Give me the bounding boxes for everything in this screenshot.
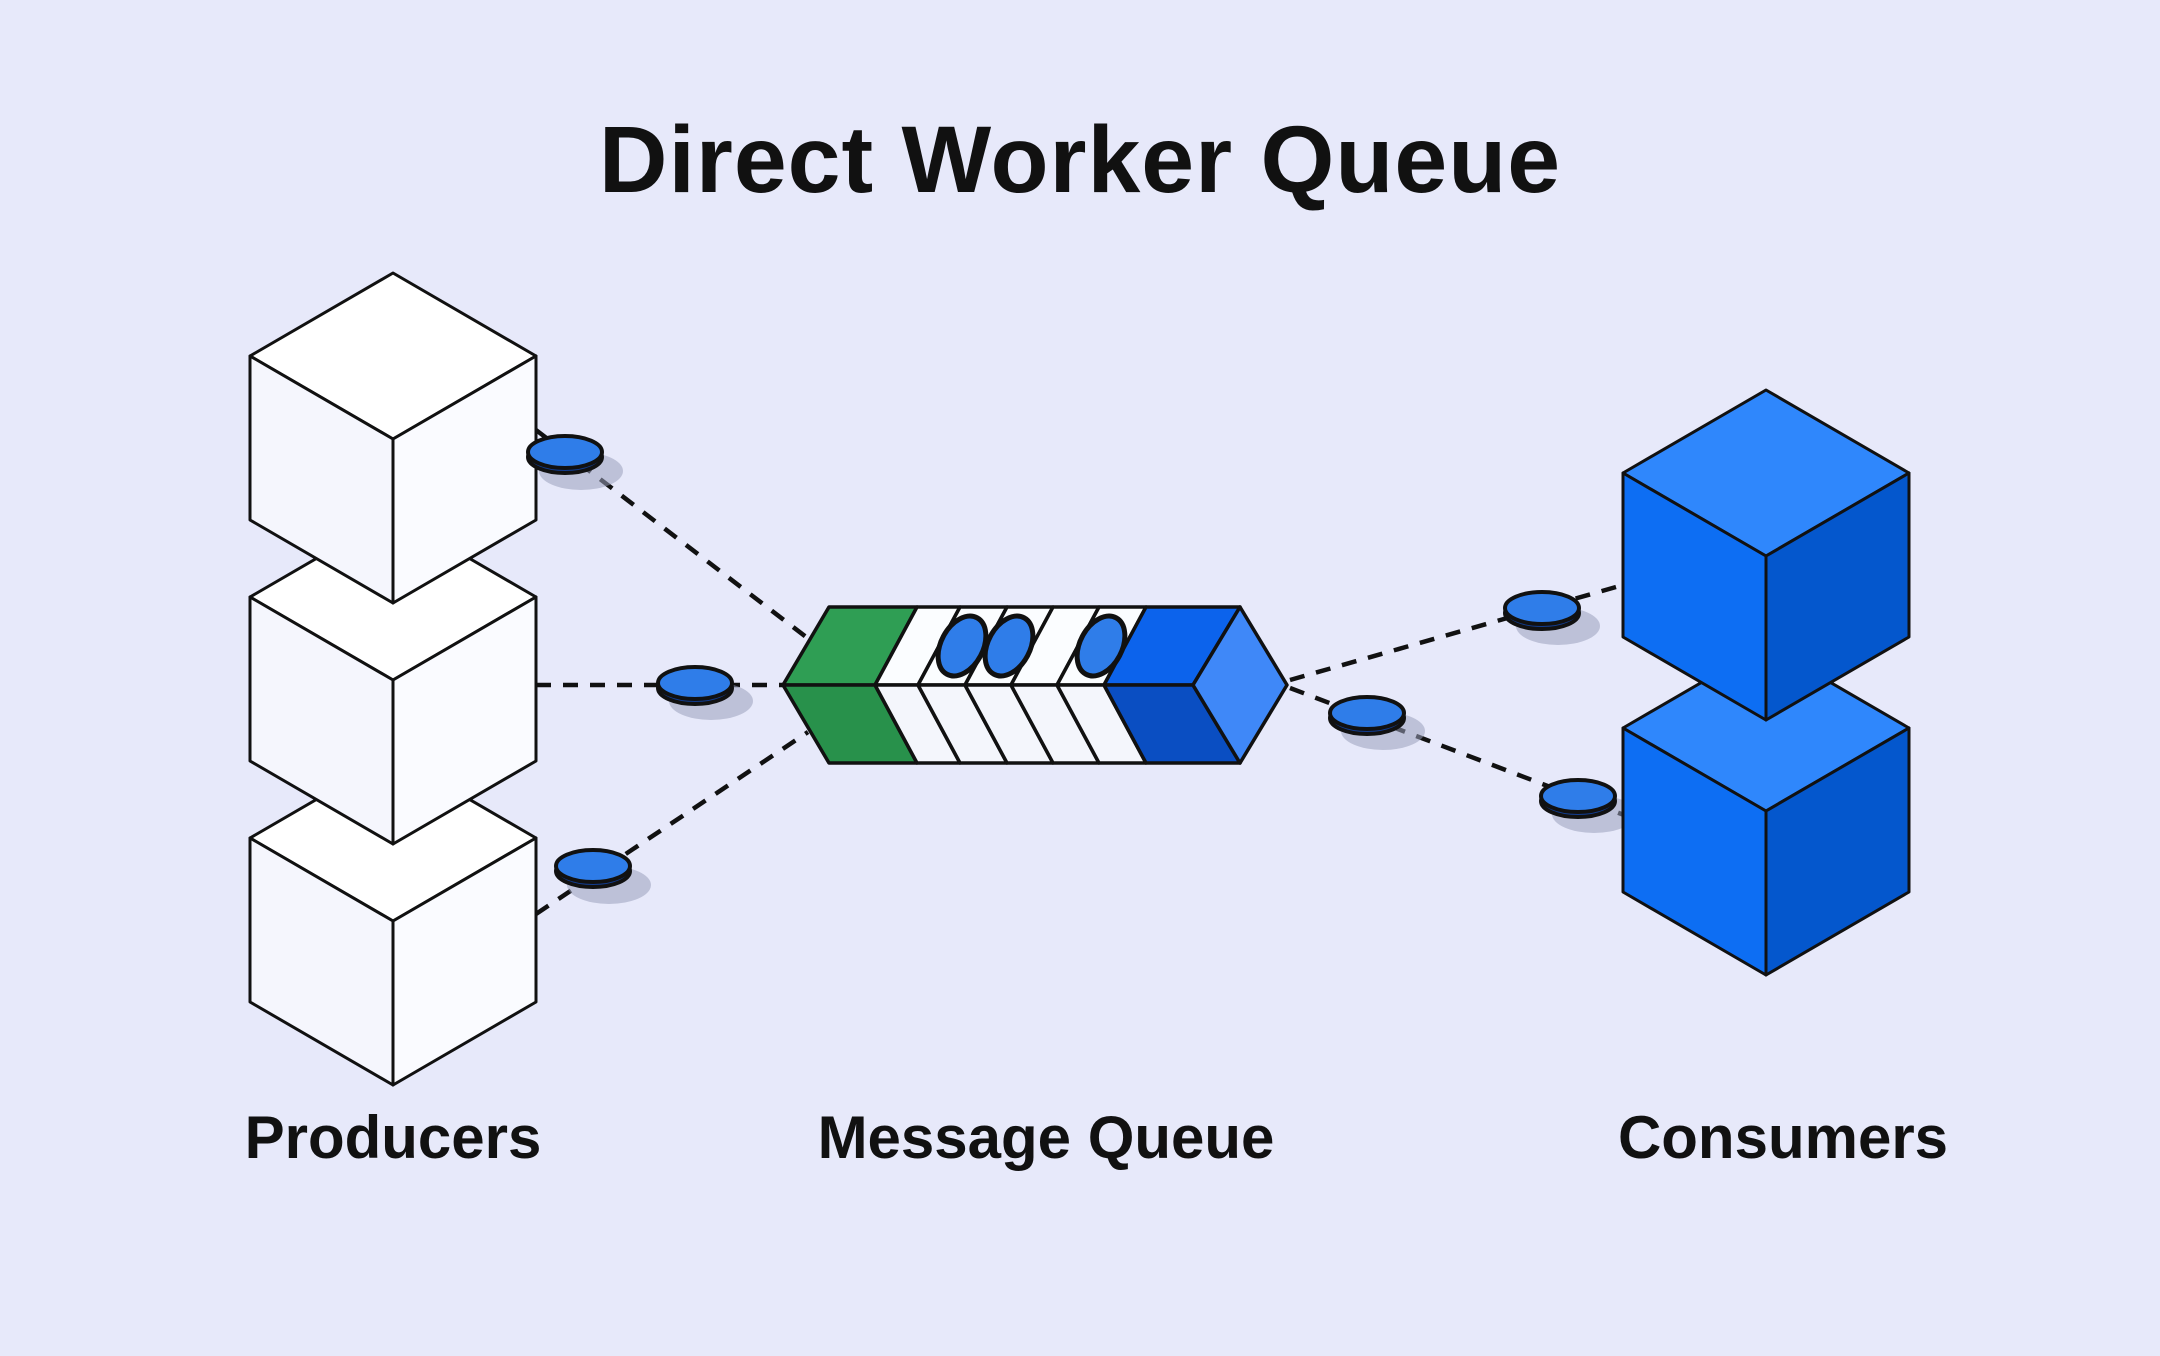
consumer-cube-2 — [1621, 643, 1911, 977]
message-dot — [1539, 778, 1636, 833]
producers-label: Producers — [245, 1104, 542, 1171]
connection-line-consumer-1 — [1289, 582, 1624, 683]
consumer-cubes — [1621, 388, 1911, 977]
queued-message-2 — [982, 613, 1036, 679]
message-dot — [526, 434, 623, 490]
message-dot — [656, 665, 753, 720]
messages-in-transit — [526, 434, 1636, 904]
queue-head-tip — [1191, 605, 1289, 765]
consumer-cube-1 — [1621, 388, 1911, 722]
producer-cube-1 — [248, 271, 538, 605]
producer-cubes — [248, 271, 538, 1087]
message-dot — [554, 848, 651, 904]
message-dot — [1503, 590, 1600, 645]
consumers-label: Consumers — [1618, 1104, 1948, 1171]
message-queue-label: Message Queue — [818, 1104, 1275, 1171]
message-dot — [1328, 695, 1425, 750]
page-title: Direct Worker Queue — [599, 107, 1561, 213]
queued-message-1 — [935, 613, 989, 679]
message-queue — [781, 605, 1289, 765]
queued-message-3 — [1074, 613, 1128, 679]
